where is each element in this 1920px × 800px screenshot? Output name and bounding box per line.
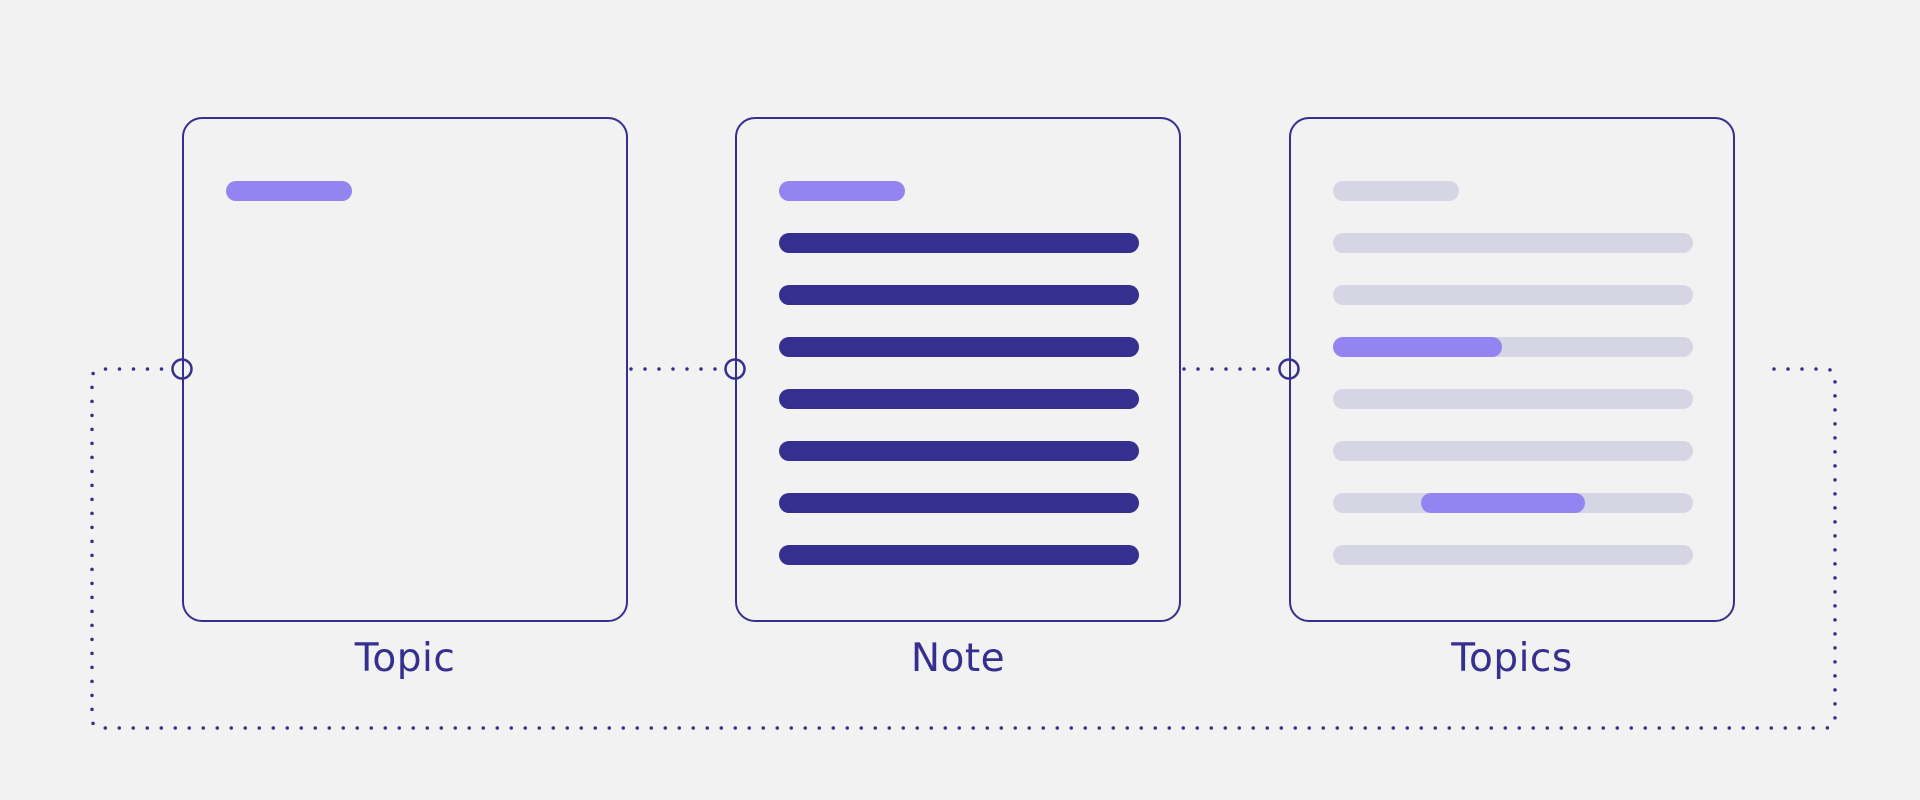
- connector-loop-back: [90, 367, 1837, 730]
- topics-label: Topics: [1451, 636, 1573, 681]
- text-placeholder-bar: [1333, 441, 1693, 461]
- text-placeholder-bar: [779, 441, 1139, 461]
- text-placeholder-bar: [779, 389, 1139, 409]
- note-label: Note: [910, 636, 1006, 681]
- heading-placeholder-bar: [779, 181, 905, 201]
- note-card: [735, 117, 1181, 622]
- text-placeholder-bar: [1333, 493, 1693, 513]
- heading-placeholder-bar: [226, 181, 352, 201]
- text-placeholder-bar: [779, 493, 1139, 513]
- text-placeholder-bar: [779, 545, 1139, 565]
- text-placeholder-bar: [1333, 545, 1693, 565]
- heading-placeholder-bar: [1333, 181, 1459, 201]
- text-placeholder-bar: [1333, 337, 1693, 357]
- text-placeholder-bar: [779, 233, 1139, 253]
- highlight-segment: [1333, 337, 1503, 357]
- text-placeholder-bar: [1333, 285, 1693, 305]
- text-placeholder-bar: [779, 285, 1139, 305]
- text-placeholder-bar: [1333, 233, 1693, 253]
- topic-label: Topic: [354, 636, 456, 681]
- text-placeholder-bar: [779, 337, 1139, 357]
- topics-card: [1289, 117, 1735, 622]
- highlight-segment: [1421, 493, 1585, 513]
- topic-card: [182, 117, 628, 622]
- text-placeholder-bar: [1333, 389, 1693, 409]
